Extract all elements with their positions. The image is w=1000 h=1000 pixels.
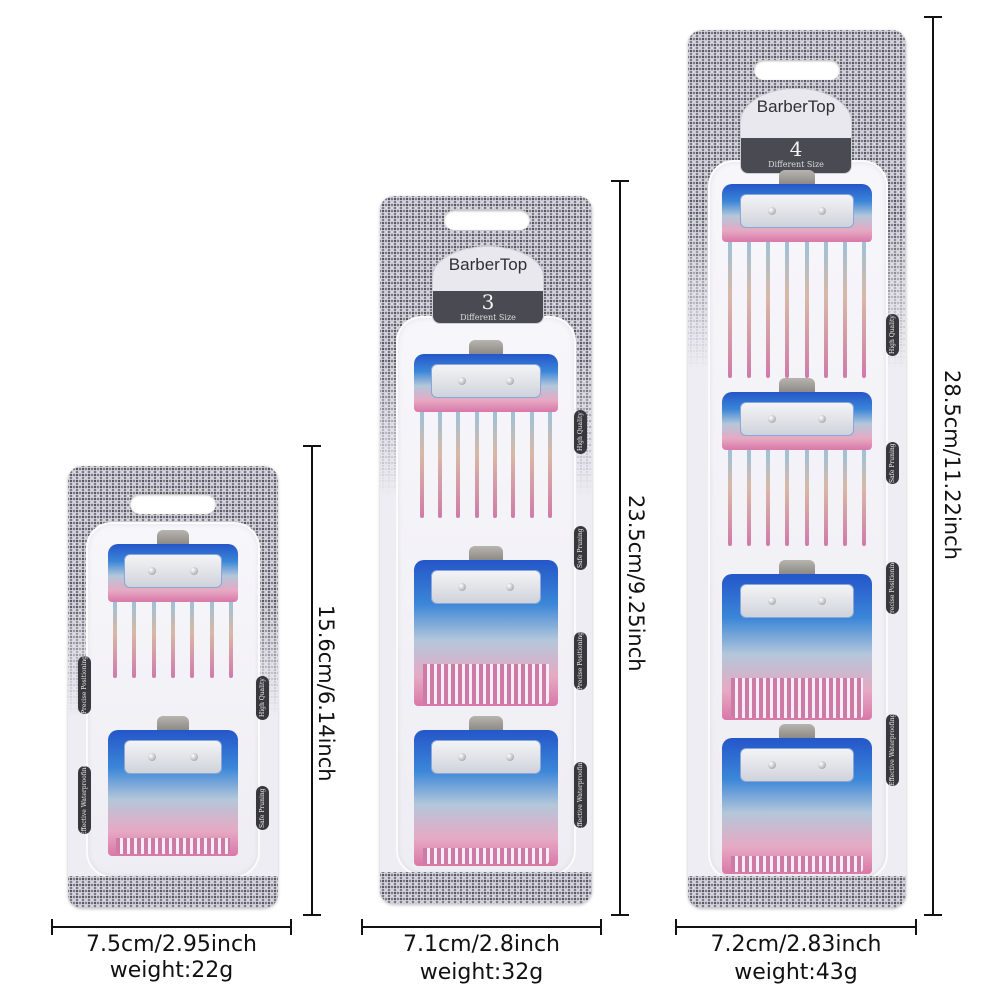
- feature-badge: High Quality: [256, 676, 269, 720]
- feature-badge: Precise Positioning: [574, 632, 587, 690]
- guard-count-subtitle: Different Size: [460, 313, 516, 323]
- height-dimension-line: [611, 180, 629, 916]
- weight-label: weight:32g: [419, 960, 544, 985]
- product-package-2-pack: Precise Positioning Effective Waterproof…: [68, 466, 278, 908]
- height-label: 28.5cm/11.22inch: [940, 370, 964, 560]
- height-label: 15.6cm/6.14inch: [314, 605, 338, 782]
- brand-badge: BarberTop 3 Different Size: [432, 246, 544, 324]
- clipper-guard-short: [108, 716, 238, 856]
- hang-hole: [130, 494, 216, 514]
- feature-badge: Safe Pruning: [256, 786, 269, 830]
- clipper-guard-short: [414, 716, 558, 866]
- height-dimension-line: [303, 445, 321, 916]
- feature-badge: High Quality: [574, 410, 587, 454]
- clipper-guard-medium: [722, 560, 872, 720]
- clipper-guard-longest: [722, 170, 872, 380]
- feature-badge: Effective Waterproofing: [886, 714, 899, 786]
- clipper-guard-long: [414, 340, 558, 520]
- card-pattern-bottom: [68, 876, 278, 908]
- card-pattern-bottom: [380, 872, 592, 904]
- feature-badge: Safe Pruning: [886, 442, 899, 484]
- brand-name: BarberTop: [448, 255, 528, 274]
- guard-count-subtitle: Different Size: [768, 159, 824, 169]
- feature-badge: Safe Pruning: [574, 526, 587, 570]
- clipper-guard-long: [108, 530, 238, 680]
- feature-badge: Precise Positioning: [886, 562, 899, 614]
- clipper-guard-long: [722, 378, 872, 548]
- product-package-3-pack: BarberTop 3 Different Size High Quality …: [380, 196, 592, 904]
- feature-badge: High Quality: [886, 314, 899, 356]
- width-label: 7.2cm/2.83inch: [710, 932, 882, 957]
- width-label: 7.1cm/2.8inch: [402, 932, 560, 957]
- brand-badge: BarberTop 4 Different Size: [740, 88, 852, 174]
- width-dimension-line: [51, 919, 292, 935]
- card-pattern-bottom: [688, 876, 906, 908]
- clipper-guard-short: [722, 724, 872, 874]
- clipper-guard-medium: [414, 546, 558, 706]
- feature-badge: Effective Waterproofing: [574, 762, 587, 828]
- feature-badge: Precise Positioning: [78, 656, 91, 714]
- hang-hole: [754, 60, 840, 80]
- height-label: 23.5cm/9.25inch: [624, 495, 648, 672]
- guard-count: 4: [789, 136, 803, 161]
- feature-badge: Effective Waterproofing: [78, 766, 91, 834]
- width-label: 7.5cm/2.95inch: [85, 932, 257, 957]
- product-package-4-pack: BarberTop 4 Different Size High Quality: [688, 30, 906, 908]
- guard-count: 3: [481, 290, 495, 315]
- height-dimension-line: [924, 16, 942, 916]
- brand-name: BarberTop: [756, 97, 836, 116]
- weight-label: weight:43g: [734, 960, 858, 985]
- hang-hole: [444, 210, 530, 230]
- width-dimension-line: [361, 919, 602, 935]
- weight-label: weight:22g: [109, 958, 234, 983]
- width-dimension-line: [675, 919, 917, 935]
